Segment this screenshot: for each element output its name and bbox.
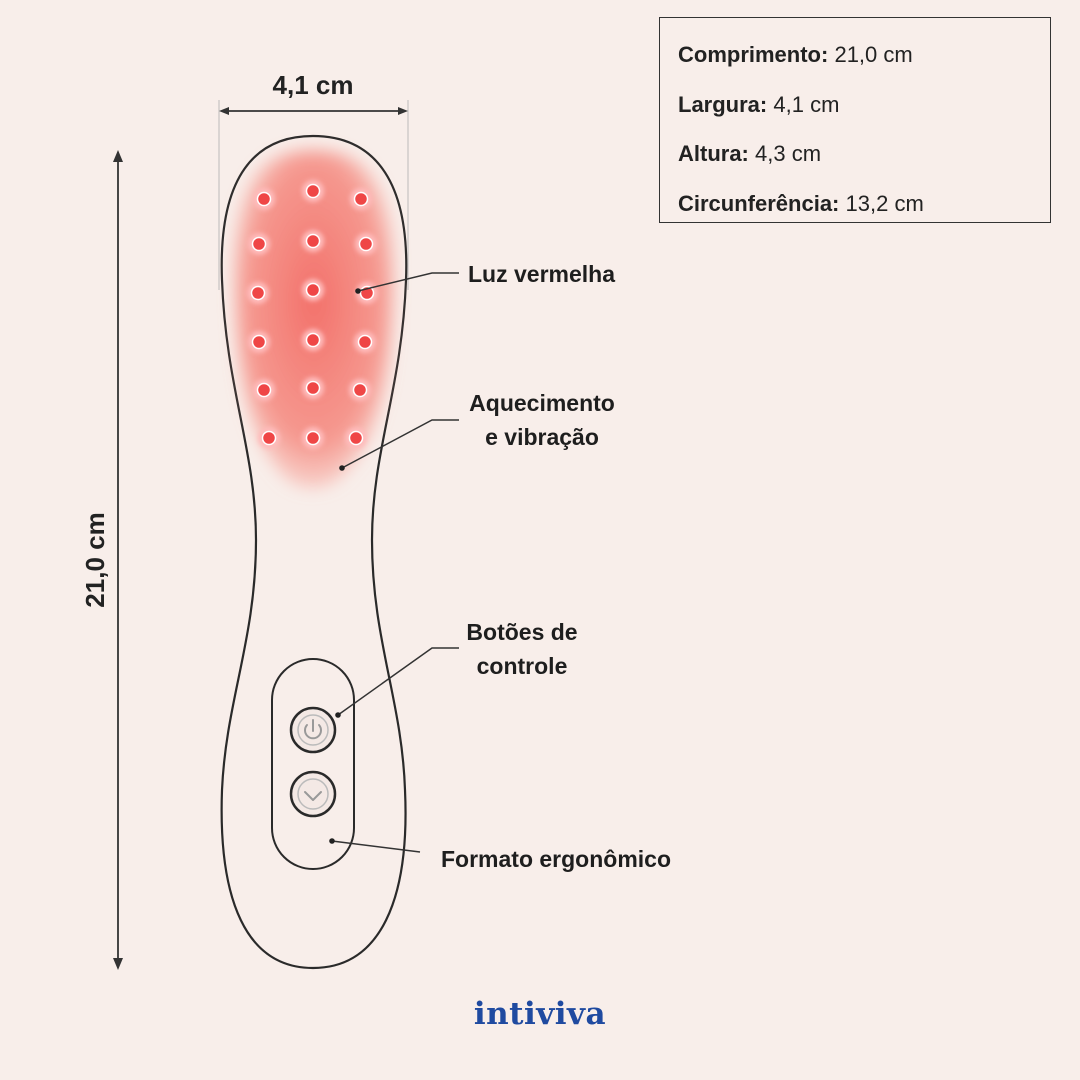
led [302, 427, 324, 449]
led [345, 427, 367, 449]
chevron-down-icon [304, 791, 322, 801]
spec-label: Largura: [678, 91, 768, 117]
led [354, 331, 376, 353]
led [355, 233, 377, 255]
led [350, 188, 372, 210]
callout-heating: Aquecimento e vibração [339, 390, 615, 471]
specs-box: Comprimento: 21,0 cm Largura: 4,1 cm Alt… [659, 17, 1051, 223]
heating-label-line2: e vibração [485, 424, 599, 450]
heating-label-line1: Aquecimento [469, 390, 615, 416]
spec-value: 13,2 cm [845, 190, 924, 216]
spec-row-circumference: Circunferência: 13,2 cm [678, 179, 1032, 229]
width-dimension: 4,1 cm [218, 70, 409, 290]
callout-buttons: Botões de controle [335, 619, 578, 718]
down-button[interactable] [289, 770, 337, 818]
led [247, 282, 269, 304]
callout-red-light: Luz vermelha [355, 261, 615, 294]
spec-value: 4,3 cm [755, 141, 822, 166]
led [302, 230, 324, 252]
spec-row-height: Altura: 4,3 cm [678, 129, 1032, 179]
led [258, 427, 280, 449]
power-button[interactable] [289, 706, 337, 754]
power-icon [304, 719, 322, 740]
buttons-label-line1: Botões de [466, 619, 577, 645]
length-label: 21,0 cm [80, 512, 110, 607]
red-light-area [233, 150, 395, 489]
spec-value: 21,0 cm [834, 42, 913, 67]
spec-value: 4,1 cm [773, 91, 840, 117]
ergonomic-label: Formato ergonômico [441, 846, 671, 872]
led [302, 377, 324, 399]
red-light-label: Luz vermelha [468, 261, 615, 287]
spec-label: Circunferência: [678, 190, 840, 216]
brand-logo: intiviva [473, 996, 607, 1032]
spec-label: Comprimento: [678, 42, 829, 67]
width-label: 4,1 cm [273, 70, 354, 100]
led [248, 233, 270, 255]
spec-row-width: Largura: 4,1 cm [678, 80, 1032, 130]
led [302, 329, 324, 351]
callout-ergonomic: Formato ergonômico [329, 838, 671, 872]
led [248, 331, 270, 353]
led [302, 180, 324, 202]
spec-row-length: Comprimento: 21,0 cm [678, 30, 1032, 80]
led [253, 188, 275, 210]
led [302, 279, 324, 301]
control-panel [271, 658, 355, 870]
led-grid [247, 180, 378, 449]
buttons-label-line2: controle [477, 653, 568, 679]
led [349, 379, 371, 401]
spec-label: Altura: [678, 141, 749, 166]
led [253, 379, 275, 401]
length-dimension: 21,0 cm [80, 150, 123, 970]
